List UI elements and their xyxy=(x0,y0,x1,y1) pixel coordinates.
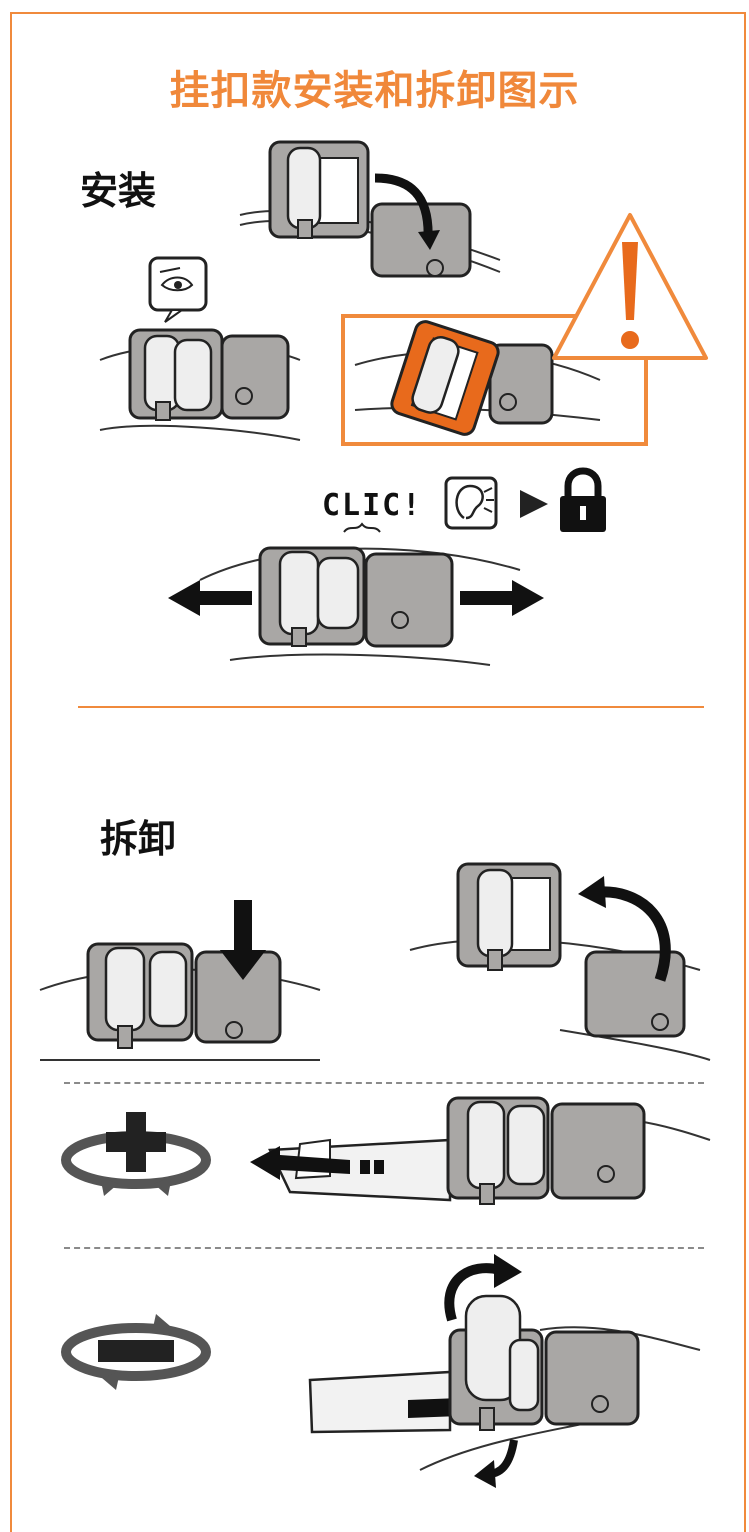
install-step2-buckle xyxy=(99,328,301,441)
remove-step4-buckle xyxy=(308,1254,701,1488)
page-title: 挂扣款安装和拆卸图示 xyxy=(169,68,580,114)
ear-icon xyxy=(444,476,498,530)
play-arrow-icon xyxy=(520,490,548,518)
eye-icon xyxy=(148,256,208,323)
install-section-label: 安装 xyxy=(80,169,157,213)
lock-icon xyxy=(560,467,606,532)
install-step3-highlight xyxy=(341,314,648,446)
loosen-icon xyxy=(61,1314,211,1390)
remove-step1-buckle xyxy=(39,900,321,1062)
dashed-divider-1 xyxy=(64,1082,704,1084)
tighten-icon xyxy=(61,1112,211,1196)
warning-icon xyxy=(552,213,708,360)
remove-step2-buckle xyxy=(409,862,711,1061)
remove-step3-buckle xyxy=(250,1096,711,1205)
install-step4-buckle xyxy=(168,522,544,666)
install-step1-buckle xyxy=(239,140,501,278)
remove-section-label: 拆卸 xyxy=(100,817,177,861)
section-divider xyxy=(78,706,704,708)
page-frame xyxy=(10,12,746,1532)
clic-sound-text: CLIC! xyxy=(322,488,423,523)
dashed-divider-2 xyxy=(64,1247,704,1249)
